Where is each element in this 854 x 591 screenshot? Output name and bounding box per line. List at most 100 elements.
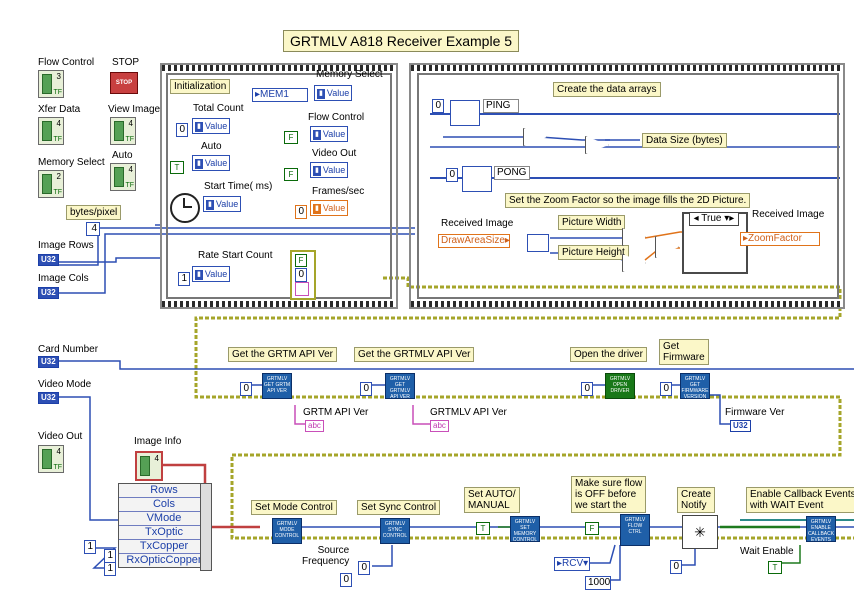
video-false-constant[interactable]: F (284, 168, 298, 181)
notify-zero[interactable]: 0 (670, 560, 682, 574)
image-info-label: Image Info (134, 436, 182, 447)
true-case-structure[interactable]: ◂ True ▾▸ (682, 212, 748, 274)
open-driver-vi-icon[interactable]: GRTMLV OPEN DRIVER (605, 373, 635, 399)
rate-one-constant[interactable]: 1 (178, 272, 190, 286)
set-mode-label: Set Mode Control (251, 500, 337, 515)
firmware-ver-indicator[interactable]: U32 (730, 420, 751, 432)
txcopper-one[interactable]: 1 (104, 549, 116, 563)
grtmlv-zero[interactable]: 0 (360, 382, 372, 396)
firmware-ver-label: Firmware Ver (725, 407, 785, 418)
cluster-row[interactable]: TxOptic (119, 526, 209, 540)
stop-button-icon[interactable]: STOP (110, 72, 138, 94)
case-prev-icon: ◂ (693, 213, 699, 224)
grtm-api-vi-icon[interactable]: GRTMLV GET GRTM API VER (262, 373, 292, 399)
video-out-terminal[interactable]: 4 TF (38, 445, 64, 473)
create-arrays-label: Create the data arrays (553, 82, 661, 97)
image-rows-terminal[interactable]: U32 (38, 254, 59, 266)
cluster-row[interactable]: RxOpticCopper (126, 554, 202, 566)
frames-zero-constant[interactable]: 0 (295, 205, 307, 219)
flow-ctrl-vi-icon[interactable]: GRTMLV FLOW CTRL (620, 514, 650, 546)
bundle-by-name-cluster[interactable]: Rows Cols VMode TxOptic TxCopper RxOptic… (118, 483, 210, 568)
slider-icon (42, 74, 52, 94)
mode-control-vi-icon[interactable]: GRTMLV MODE CONTROL (272, 518, 302, 544)
wait-enable-t[interactable]: T (768, 561, 782, 574)
txoptic-one[interactable]: 1 (84, 540, 96, 554)
cluster-row[interactable]: VMode (119, 512, 209, 526)
auto-terminal[interactable]: 4 TF (110, 163, 136, 191)
property-arrow-icon: ▸ (743, 233, 749, 244)
video-mode-terminal[interactable]: U32 (38, 392, 59, 404)
grtm-api-ver-indicator[interactable]: abc (305, 420, 324, 432)
ping-zero[interactable]: 0 (432, 99, 444, 113)
wire-cols (38, 233, 415, 294)
total-count-zero[interactable]: 0 (176, 123, 188, 137)
sync-zero[interactable]: 0 (358, 561, 370, 575)
flow-control-label: Flow Control (38, 57, 95, 68)
set-memory-control-vi-icon[interactable]: GRTMLV SET MEMORY CONTROL (510, 516, 540, 543)
xfer-data-terminal[interactable]: 4 TF (38, 117, 64, 145)
case-selector[interactable]: ◂ True ▾▸ (689, 212, 739, 226)
ping-init-array-icon (450, 100, 480, 126)
bytes-per-pixel-label: bytes/pixel (66, 205, 122, 220)
wire-pink (294, 405, 305, 425)
rxoptic-one[interactable]: 1 (104, 562, 116, 576)
fw-zero[interactable]: 0 (660, 382, 672, 396)
mem1-enum-constant[interactable]: ▸MEM1 (252, 88, 308, 102)
video-out-local[interactable]: ▮Value (310, 162, 348, 178)
card-number-terminal[interactable]: U32 (38, 356, 59, 368)
unbundle-icon (527, 234, 549, 252)
ping-string[interactable]: PING (483, 99, 519, 113)
frames-sec-local[interactable]: ▮Value (310, 200, 348, 216)
source-zero[interactable]: 0 (340, 573, 352, 587)
bundle-box[interactable]: F 0 (290, 250, 316, 300)
memory-select-local[interactable]: ▮Value (314, 85, 352, 101)
enable-callback-label: Enable Callback Events with WAIT Event (746, 487, 854, 513)
flow-control-local[interactable]: ▮Value (310, 126, 348, 142)
image-info-terminal[interactable]: 4 (135, 451, 163, 481)
auto-manual-t[interactable]: T (476, 522, 490, 535)
zoom-factor-node[interactable]: ▸ZoomFactor (740, 232, 820, 246)
grtmlv-api-ver-indicator[interactable]: abc (430, 420, 449, 432)
rate-start-count-local[interactable]: ▮Value (192, 266, 230, 282)
cluster-row[interactable]: Rows (119, 484, 209, 498)
total-count-local[interactable]: ▮Value (192, 118, 230, 134)
start-time-local[interactable]: ▮Value (203, 196, 241, 212)
view-image-label: View Image (108, 104, 161, 115)
auto-label: Auto (112, 150, 133, 161)
bytes-per-pixel-constant[interactable]: 4 (86, 222, 100, 236)
flow-false-constant[interactable]: F (284, 131, 298, 144)
cluster-row[interactable]: TxCopper (119, 540, 209, 554)
wire-videomode (38, 396, 120, 521)
cluster-row[interactable]: Cols (119, 498, 209, 512)
wire-source (372, 545, 393, 567)
pong-init-array-icon (462, 166, 492, 192)
sync-control-vi-icon[interactable]: GRTMLV SYNC CONTROL (380, 518, 410, 544)
init-frame (160, 63, 398, 309)
auto-local[interactable]: ▮Value (192, 155, 230, 171)
wire-notify (682, 545, 696, 566)
data-size-label: Data Size (bytes) (642, 133, 727, 148)
grtmlv-api-vi-icon[interactable]: GRTMLV GET GRTMLV API VER (385, 373, 415, 400)
image-cols-terminal[interactable]: U32 (38, 287, 59, 299)
grtmlv-api-ver-label: GRTMLV API Ver (430, 407, 507, 418)
stop-label: STOP (112, 57, 140, 68)
wire-rows-h (38, 257, 160, 263)
get-firmware-vi-icon[interactable]: GRTMLV GET FIRMWARE VERSION (680, 373, 710, 400)
draw-area-size-node[interactable]: DrawAreaSize▸ (438, 234, 510, 248)
grtm-api-ver-label: GRTM API Ver (303, 407, 369, 418)
flow-f-constant[interactable]: F (585, 522, 599, 535)
rcv-enum[interactable]: ▸RCV▾ (554, 557, 590, 571)
view-image-terminal[interactable]: 4 TF (110, 117, 136, 145)
driver-zero[interactable]: 0 (581, 382, 593, 396)
memory-select-terminal[interactable]: 2 TF (38, 170, 64, 198)
timeout-1000[interactable]: 1000 (585, 576, 611, 590)
grtm-zero[interactable]: 0 (240, 382, 252, 396)
set-auto-manual-label: Set AUTO/ MANUAL (464, 487, 520, 513)
pong-string[interactable]: PONG (494, 166, 530, 180)
create-notifier-icon[interactable]: ✳ (682, 515, 718, 549)
pong-zero[interactable]: 0 (446, 168, 458, 182)
enable-callback-vi-icon[interactable]: GRTMLV ENABLE CALLBACK EVENTS (806, 516, 836, 543)
auto-true-constant[interactable]: T (170, 161, 184, 174)
flow-control-terminal[interactable]: 3 TF (38, 70, 64, 98)
slider-icon (42, 449, 52, 469)
